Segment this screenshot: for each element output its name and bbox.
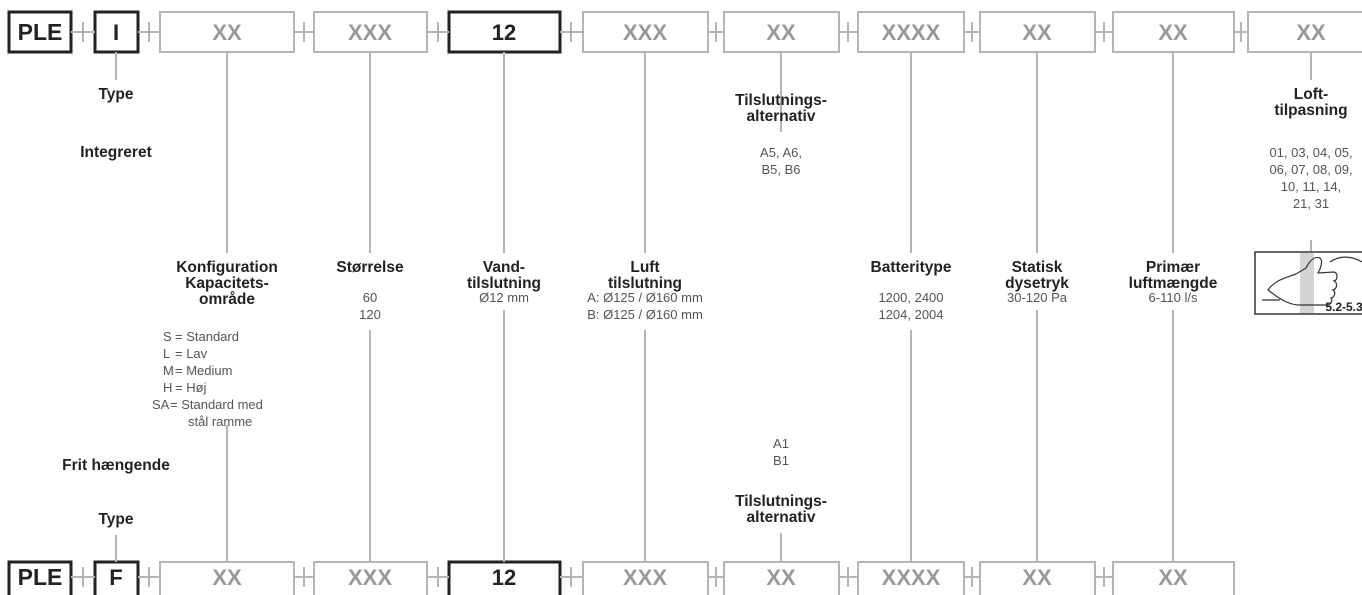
battery-value: 1204, 2004 bbox=[878, 307, 943, 322]
ceiling-reference: 5.2-5.3 bbox=[1325, 300, 1362, 314]
bottom-code-box-water bbox=[447, 560, 562, 595]
configuration-option-desc: = Standard bbox=[175, 329, 239, 344]
configuration-option-desc: = Høj bbox=[175, 380, 207, 395]
bottom-code-box-type bbox=[93, 560, 140, 595]
bottom-code-type: F bbox=[109, 565, 122, 590]
configuration-heading-line2: Kapacitets- bbox=[185, 275, 269, 292]
connection-top-value: A5, A6, bbox=[760, 145, 802, 160]
size-column: Størrelse 60 120 bbox=[336, 259, 404, 322]
ceiling-value: 06, 07, 08, 09, bbox=[1269, 162, 1352, 177]
water-value: Ø12 mm bbox=[479, 290, 529, 305]
water-heading-line1: Vand- bbox=[483, 259, 525, 276]
bottom-code-air: XXX bbox=[623, 565, 667, 590]
airflow-column: Primær luftmængde 6-110 l/s bbox=[1129, 259, 1218, 305]
bottom-code-box-air bbox=[582, 561, 709, 595]
top-code-airflow: XX bbox=[1158, 20, 1188, 45]
connection-top-heading-line1: Tilslutnings- bbox=[735, 92, 827, 109]
ceiling-value: 21, 31 bbox=[1293, 196, 1329, 211]
type-integrated: Integreret bbox=[80, 144, 152, 161]
airflow-heading-line1: Primær bbox=[1146, 259, 1200, 276]
ceiling-heading-line1: Loft- bbox=[1294, 86, 1328, 103]
connection-top-heading-line2: alternativ bbox=[747, 108, 816, 125]
connection-bottom-value: B1 bbox=[773, 453, 789, 468]
airflow-value: 6-110 l/s bbox=[1149, 290, 1198, 305]
top-code-air: XXX bbox=[623, 20, 667, 45]
type-hanging: Frit hængende bbox=[62, 457, 170, 474]
battery-heading: Batteritype bbox=[871, 259, 952, 276]
size-value: 60 bbox=[363, 290, 377, 305]
configuration-option-code: M bbox=[163, 363, 174, 378]
air-value: B: Ø125 / Ø160 mm bbox=[587, 307, 703, 322]
top-code-type: I bbox=[113, 20, 119, 45]
configuration-option-code: H bbox=[163, 380, 172, 395]
top-code-battery: XXXX bbox=[882, 20, 941, 45]
bottom-code-configuration: XX bbox=[212, 565, 242, 590]
bottom-code-size: XXX bbox=[348, 565, 392, 590]
top-code-pressure: XX bbox=[1022, 20, 1052, 45]
bottom-code-connection: XX bbox=[766, 565, 796, 590]
bottom-code-box-airflow bbox=[1112, 561, 1235, 595]
configuration-option-code: SA bbox=[152, 397, 170, 412]
top-code-box-ceiling bbox=[1247, 11, 1362, 53]
bottom-code-box-connection bbox=[723, 561, 840, 595]
top-code-ple: PLE bbox=[18, 19, 63, 45]
connection-column: Tilslutnings- alternativ A5, A6, B5, B6 … bbox=[735, 92, 827, 526]
connector-lines bbox=[115, 52, 1312, 562]
top-code-configuration: XX bbox=[212, 20, 242, 45]
ceiling-column: Loft- tilpasning 01, 03, 04, 05, 06, 07,… bbox=[1254, 86, 1362, 315]
pressure-heading-line2: dysetryk bbox=[1005, 275, 1069, 292]
pressure-column: Statisk dysetryk 30-120 Pa bbox=[1005, 259, 1069, 305]
top-code-water: 12 bbox=[492, 20, 516, 45]
bottom-code-water: 12 bbox=[492, 565, 516, 590]
configuration-option-code: S bbox=[163, 329, 172, 344]
configuration-option-code: L bbox=[163, 346, 170, 361]
bottom-code-row: PLE F XX XXX 12 XXX XX XXXX XX XX bbox=[7, 560, 1235, 595]
battery-value: 1200, 2400 bbox=[878, 290, 943, 305]
ceiling-value: 10, 11, 14, bbox=[1281, 179, 1341, 194]
configuration-option-desc: = Lav bbox=[175, 346, 208, 361]
configuration-option-desc: = Medium bbox=[175, 363, 232, 378]
configuration-option-desc: = Standard med bbox=[170, 397, 263, 412]
battery-column: Batteritype 1200, 2400 1204, 2004 bbox=[871, 259, 952, 322]
airflow-heading-line2: luftmængde bbox=[1129, 275, 1218, 292]
bottom-code-ple: PLE bbox=[18, 564, 63, 590]
water-column: Vand- tilslutning Ø12 mm bbox=[467, 259, 541, 305]
bottom-code-battery: XXXX bbox=[882, 565, 941, 590]
configuration-column: Konfiguration Kapacitets- område S = Sta… bbox=[152, 259, 278, 429]
top-code-row: PLE I XX XXX 12 XXX XX XXXX XX XX XX bbox=[7, 10, 1362, 54]
ceiling-value: 01, 03, 04, 05, bbox=[1269, 145, 1352, 160]
bottom-code-airflow: XX bbox=[1158, 565, 1188, 590]
configuration-heading-line3: område bbox=[199, 291, 255, 308]
top-code-connection: XX bbox=[766, 20, 796, 45]
connection-bottom-heading-line1: Tilslutnings- bbox=[735, 493, 827, 510]
bottom-code-box-ple bbox=[7, 560, 73, 595]
pressure-value: 30-120 Pa bbox=[1007, 290, 1068, 305]
type-heading-bottom: Type bbox=[98, 511, 133, 528]
pressure-heading-line1: Statisk bbox=[1012, 259, 1063, 276]
top-code-size: XXX bbox=[348, 20, 392, 45]
air-heading-line2: tilslutning bbox=[608, 275, 682, 292]
size-heading: Størrelse bbox=[336, 259, 404, 276]
air-column: Luft tilslutning A: Ø125 / Ø160 mm B: Ø1… bbox=[587, 259, 703, 322]
top-code-box-ple bbox=[7, 10, 73, 54]
water-heading-line2: tilslutning bbox=[467, 275, 541, 292]
ceiling-heading-line2: tilpasning bbox=[1274, 102, 1347, 119]
connection-bottom-value: A1 bbox=[773, 436, 789, 451]
type-heading-top: Type bbox=[98, 86, 133, 103]
top-code-ceiling: XX bbox=[1296, 20, 1326, 45]
configuration-option-continuation: stål ramme bbox=[188, 414, 252, 429]
air-value: A: Ø125 / Ø160 mm bbox=[587, 290, 703, 305]
configuration-heading-line1: Konfiguration bbox=[176, 259, 278, 276]
air-heading-line1: Luft bbox=[630, 259, 659, 276]
size-value: 120 bbox=[359, 307, 381, 322]
connection-top-value: B5, B6 bbox=[761, 162, 800, 177]
connection-bottom-heading-line2: alternativ bbox=[747, 509, 816, 526]
thumbs-up-icon bbox=[1254, 251, 1362, 315]
bottom-code-pressure: XX bbox=[1022, 565, 1052, 590]
